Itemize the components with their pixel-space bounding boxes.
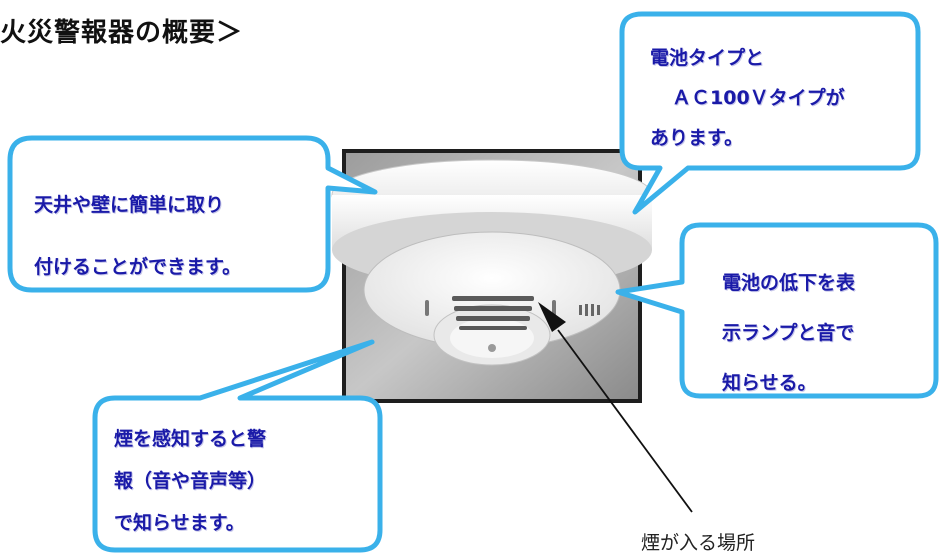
callout-text-bottom-left: 煙を感知すると警 報（音や音声等） で知らせます。 (114, 428, 267, 534)
smoke-inlet-label: 煙が入る場所 (641, 532, 756, 554)
indicator-lamp (488, 344, 496, 352)
smoke-vent-slots (425, 296, 556, 330)
callout-bubble-bottom-left (92, 339, 383, 553)
callout-text-left: 天井や壁に簡単に取り 付けることができます。 (34, 194, 242, 278)
speaker-holes (579, 304, 600, 316)
callout-bubble-left (7, 135, 378, 293)
callout-text-right: 電池の低下を表 示ランプと音で 知らせる。 (722, 272, 856, 394)
callout-bubble-top-right (619, 11, 921, 215)
callout-text-top-right: 電池タイプと ＡＣ100Ｖタイプが あります。 (650, 47, 845, 149)
smoke-inlet-arrow (538, 302, 693, 513)
page-title: 火災警報器の概要＞ (0, 18, 244, 48)
callout-bubble-right (615, 222, 939, 399)
